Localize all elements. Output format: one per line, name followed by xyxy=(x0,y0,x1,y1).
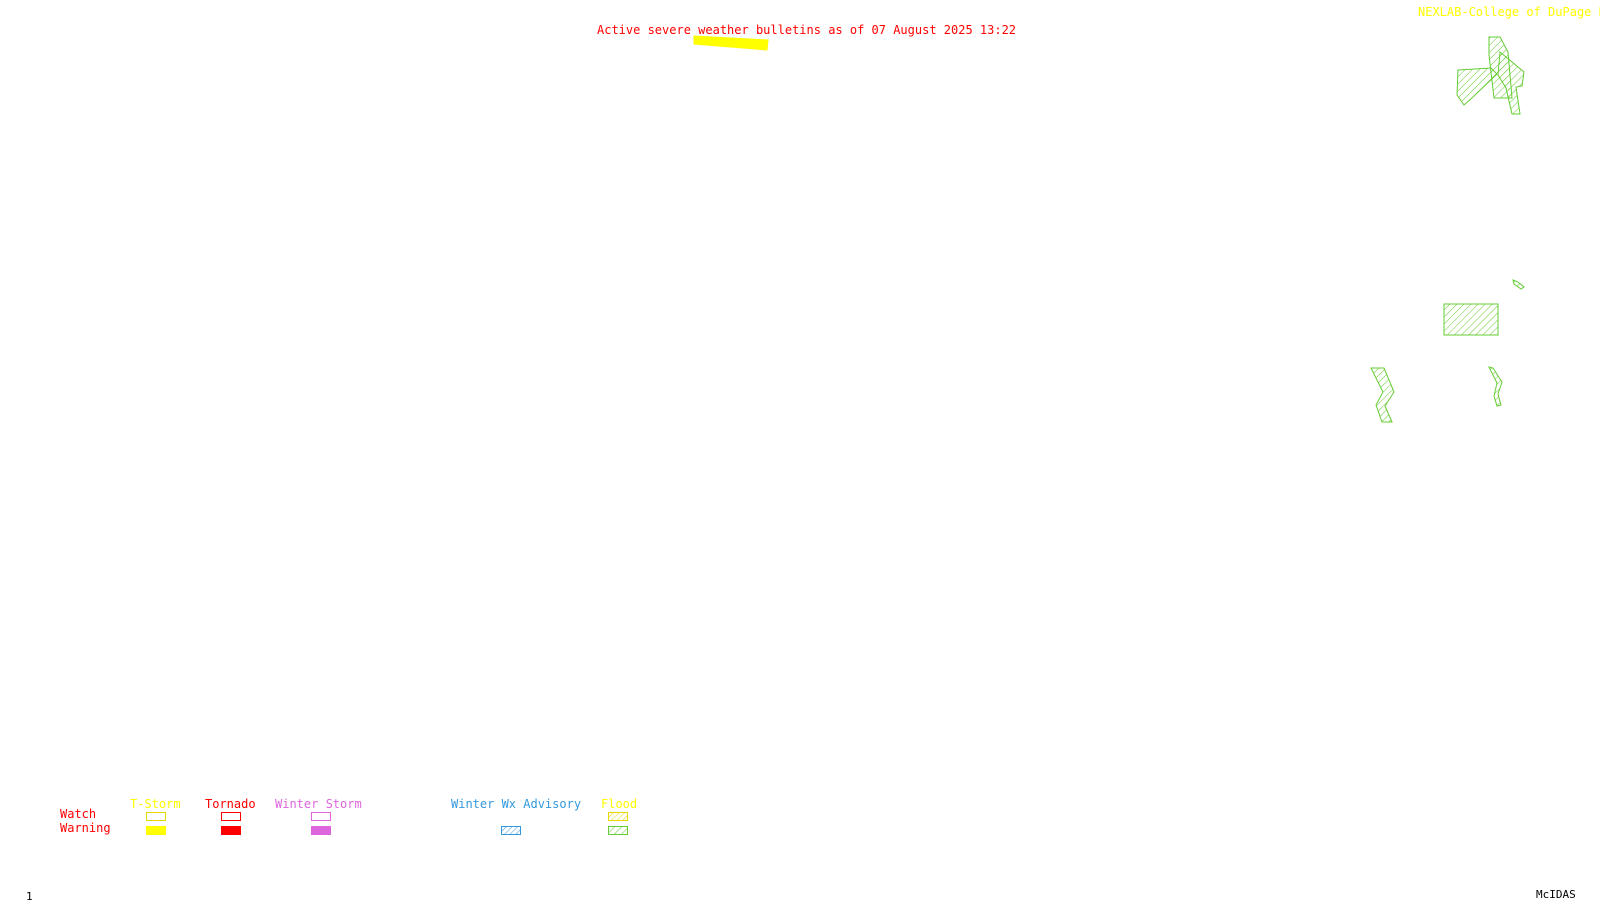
flood-warning-polygon xyxy=(1443,303,1499,336)
legend-flood-watch xyxy=(608,812,628,821)
frame-number: 1 xyxy=(26,890,33,903)
legend-row-watch: Watch xyxy=(60,807,97,821)
legend-winter-advisory-warning xyxy=(501,826,521,835)
flood-warning-polygon xyxy=(1512,279,1525,290)
legend-label-tornado: Tornado xyxy=(205,797,256,811)
legend-label-flood: Flood xyxy=(601,797,638,811)
tstorm-warning-polygon xyxy=(693,35,769,51)
legend-label-tstorm: T-Storm xyxy=(130,797,181,811)
legend-winter-storm-warning xyxy=(311,826,331,835)
credit-text: NEXLAB-College of DuPage R xyxy=(1418,5,1600,19)
legend-tstorm-warning xyxy=(146,826,166,835)
software-label: McIDAS xyxy=(1536,888,1576,901)
legend-flood-warning xyxy=(608,826,628,835)
map-title: Active severe weather bulletins as of 07… xyxy=(597,23,1017,37)
legend-tornado-watch xyxy=(221,812,241,821)
legend-tstorm-watch xyxy=(146,812,166,821)
flood-warning-polygon xyxy=(1370,367,1395,423)
flood-warning-polygon xyxy=(1497,51,1525,115)
flood-warning-polygon xyxy=(1488,366,1503,407)
legend-label-winter-storm: Winter Storm xyxy=(275,797,362,811)
legend-label-winter-advisory: Winter Wx Advisory xyxy=(451,797,582,811)
flood-warning-polygon xyxy=(1456,67,1498,106)
legend-tornado-warning xyxy=(221,826,241,835)
legend-row-warning: Warning xyxy=(60,821,111,835)
legend-winter-storm-watch xyxy=(311,812,331,821)
